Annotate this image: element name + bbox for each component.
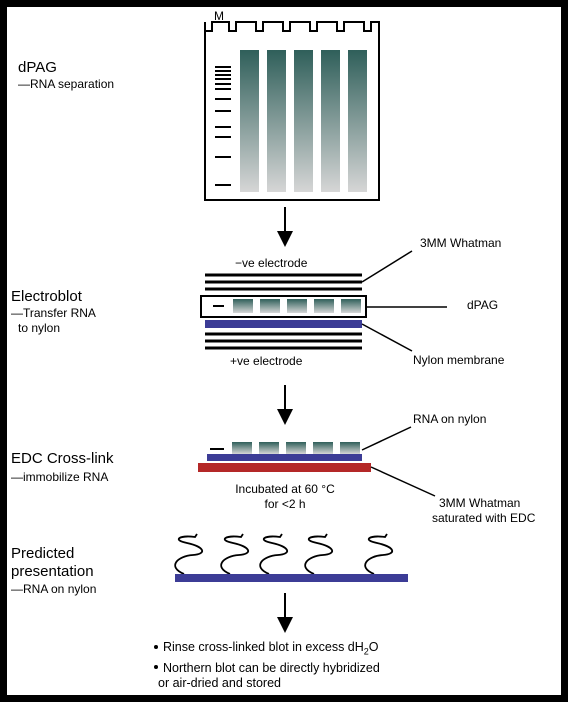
- nylon-membrane-bar: [205, 320, 362, 328]
- rna-on-nylon-label: RNA on nylon: [413, 412, 487, 426]
- neg-electrode-label: −ve electrode: [235, 256, 308, 270]
- marker-ladder: [215, 66, 231, 186]
- note-storage: Northern blot can be directly hybridized: [154, 661, 380, 677]
- dpag-band-5: [341, 299, 361, 313]
- rna-strand-2: [220, 533, 249, 575]
- gel-lane-4: [321, 50, 340, 192]
- dpag-band-1: [233, 299, 253, 313]
- crosslink-band-3: [286, 442, 306, 454]
- predicted-nylon-bar: [175, 574, 408, 582]
- step-predicted-title-1: Predicted: [11, 545, 75, 562]
- dpag-label: dPAG: [467, 298, 499, 312]
- rna-strand-5: [364, 533, 393, 575]
- step-crosslink-subtitle: —immobilize RNA: [11, 470, 109, 484]
- rna-strand-4: [304, 533, 333, 575]
- step-predicted-subtitle: —RNA on nylon: [11, 582, 97, 596]
- note-storage-cont: or air-dried and stored: [158, 676, 281, 691]
- final-notes: Rinse cross-linked blot in excess dH2O N…: [154, 640, 380, 692]
- whatman-label: 3MM Whatman: [420, 236, 502, 250]
- whatman-edc-label-2: saturated with EDC: [432, 511, 536, 525]
- step-crosslink-title: EDC Cross-link: [11, 450, 114, 467]
- incubation-label-1: Incubated at 60 °C: [235, 482, 335, 496]
- leader-whatman: [361, 250, 413, 283]
- leader-rna-nylon: [361, 426, 412, 451]
- gel-marker-label: M: [214, 9, 224, 23]
- gel-lane-2: [267, 50, 286, 192]
- whatman-edc-bar: [198, 463, 371, 472]
- whatman-bottom-stack: [205, 332, 362, 350]
- step-electroblot-subtitle-1: —Transfer RNA: [11, 306, 96, 320]
- whatman-edc-label-1: 3MM Whatman: [439, 496, 521, 510]
- gel-lane-1: [240, 50, 259, 192]
- nylon-membrane-label: Nylon membrane: [413, 353, 505, 367]
- gel-lane-5: [348, 50, 367, 192]
- whatman-top-stack: [205, 273, 362, 291]
- gel-lanes: [240, 50, 367, 192]
- incubation-label-2: for <2 h: [264, 497, 306, 511]
- crosslink-band-5: [340, 442, 360, 454]
- note-storage-line-1: Northern blot can be directly hybridized: [163, 660, 380, 675]
- rna-strands: [174, 533, 393, 575]
- step-electroblot-subtitle-2: to nylon: [18, 321, 61, 335]
- bullet-dot: [154, 665, 158, 670]
- crosslink-band-1: [232, 442, 252, 454]
- note-rinse-text: Rinse cross-linked blot in excess dH: [163, 640, 364, 654]
- step-dpag-title: dPAG: [18, 59, 57, 76]
- dpag-band-4: [314, 299, 334, 313]
- leader-nylon: [361, 323, 413, 352]
- rna-strand-1: [174, 533, 203, 575]
- crosslink-band-4: [313, 442, 333, 454]
- gel-outline: [204, 21, 380, 201]
- step-electroblot-title: Electroblot: [11, 288, 82, 305]
- step-dpag-subtitle: —RNA separation: [18, 77, 115, 91]
- note-rinse-suffix: O: [368, 640, 379, 654]
- predicted-presentation: [174, 533, 408, 582]
- crosslink-band-2: [259, 442, 279, 454]
- crosslink-stack: [198, 426, 436, 497]
- rna-strand-3: [259, 533, 288, 575]
- dpag-band-3: [287, 299, 307, 313]
- pos-electrode-label: +ve electrode: [230, 354, 303, 368]
- leader-whatman-edc: [370, 466, 436, 497]
- workflow-diagram: [174, 21, 447, 633]
- figure-panel: dPAG —RNA separation Electroblot —Transf…: [7, 7, 561, 695]
- note-rinse-subscript: 2: [363, 646, 369, 657]
- step-predicted-title-2: presentation: [11, 563, 94, 580]
- dpag-band-2: [260, 299, 280, 313]
- bullet-dot: [154, 644, 158, 649]
- gel-lane-3: [294, 50, 313, 192]
- crosslink-nylon-bar: [207, 454, 362, 461]
- electroblot-stack: [200, 250, 447, 352]
- note-rinse: Rinse cross-linked blot in excess dH2O: [154, 640, 380, 658]
